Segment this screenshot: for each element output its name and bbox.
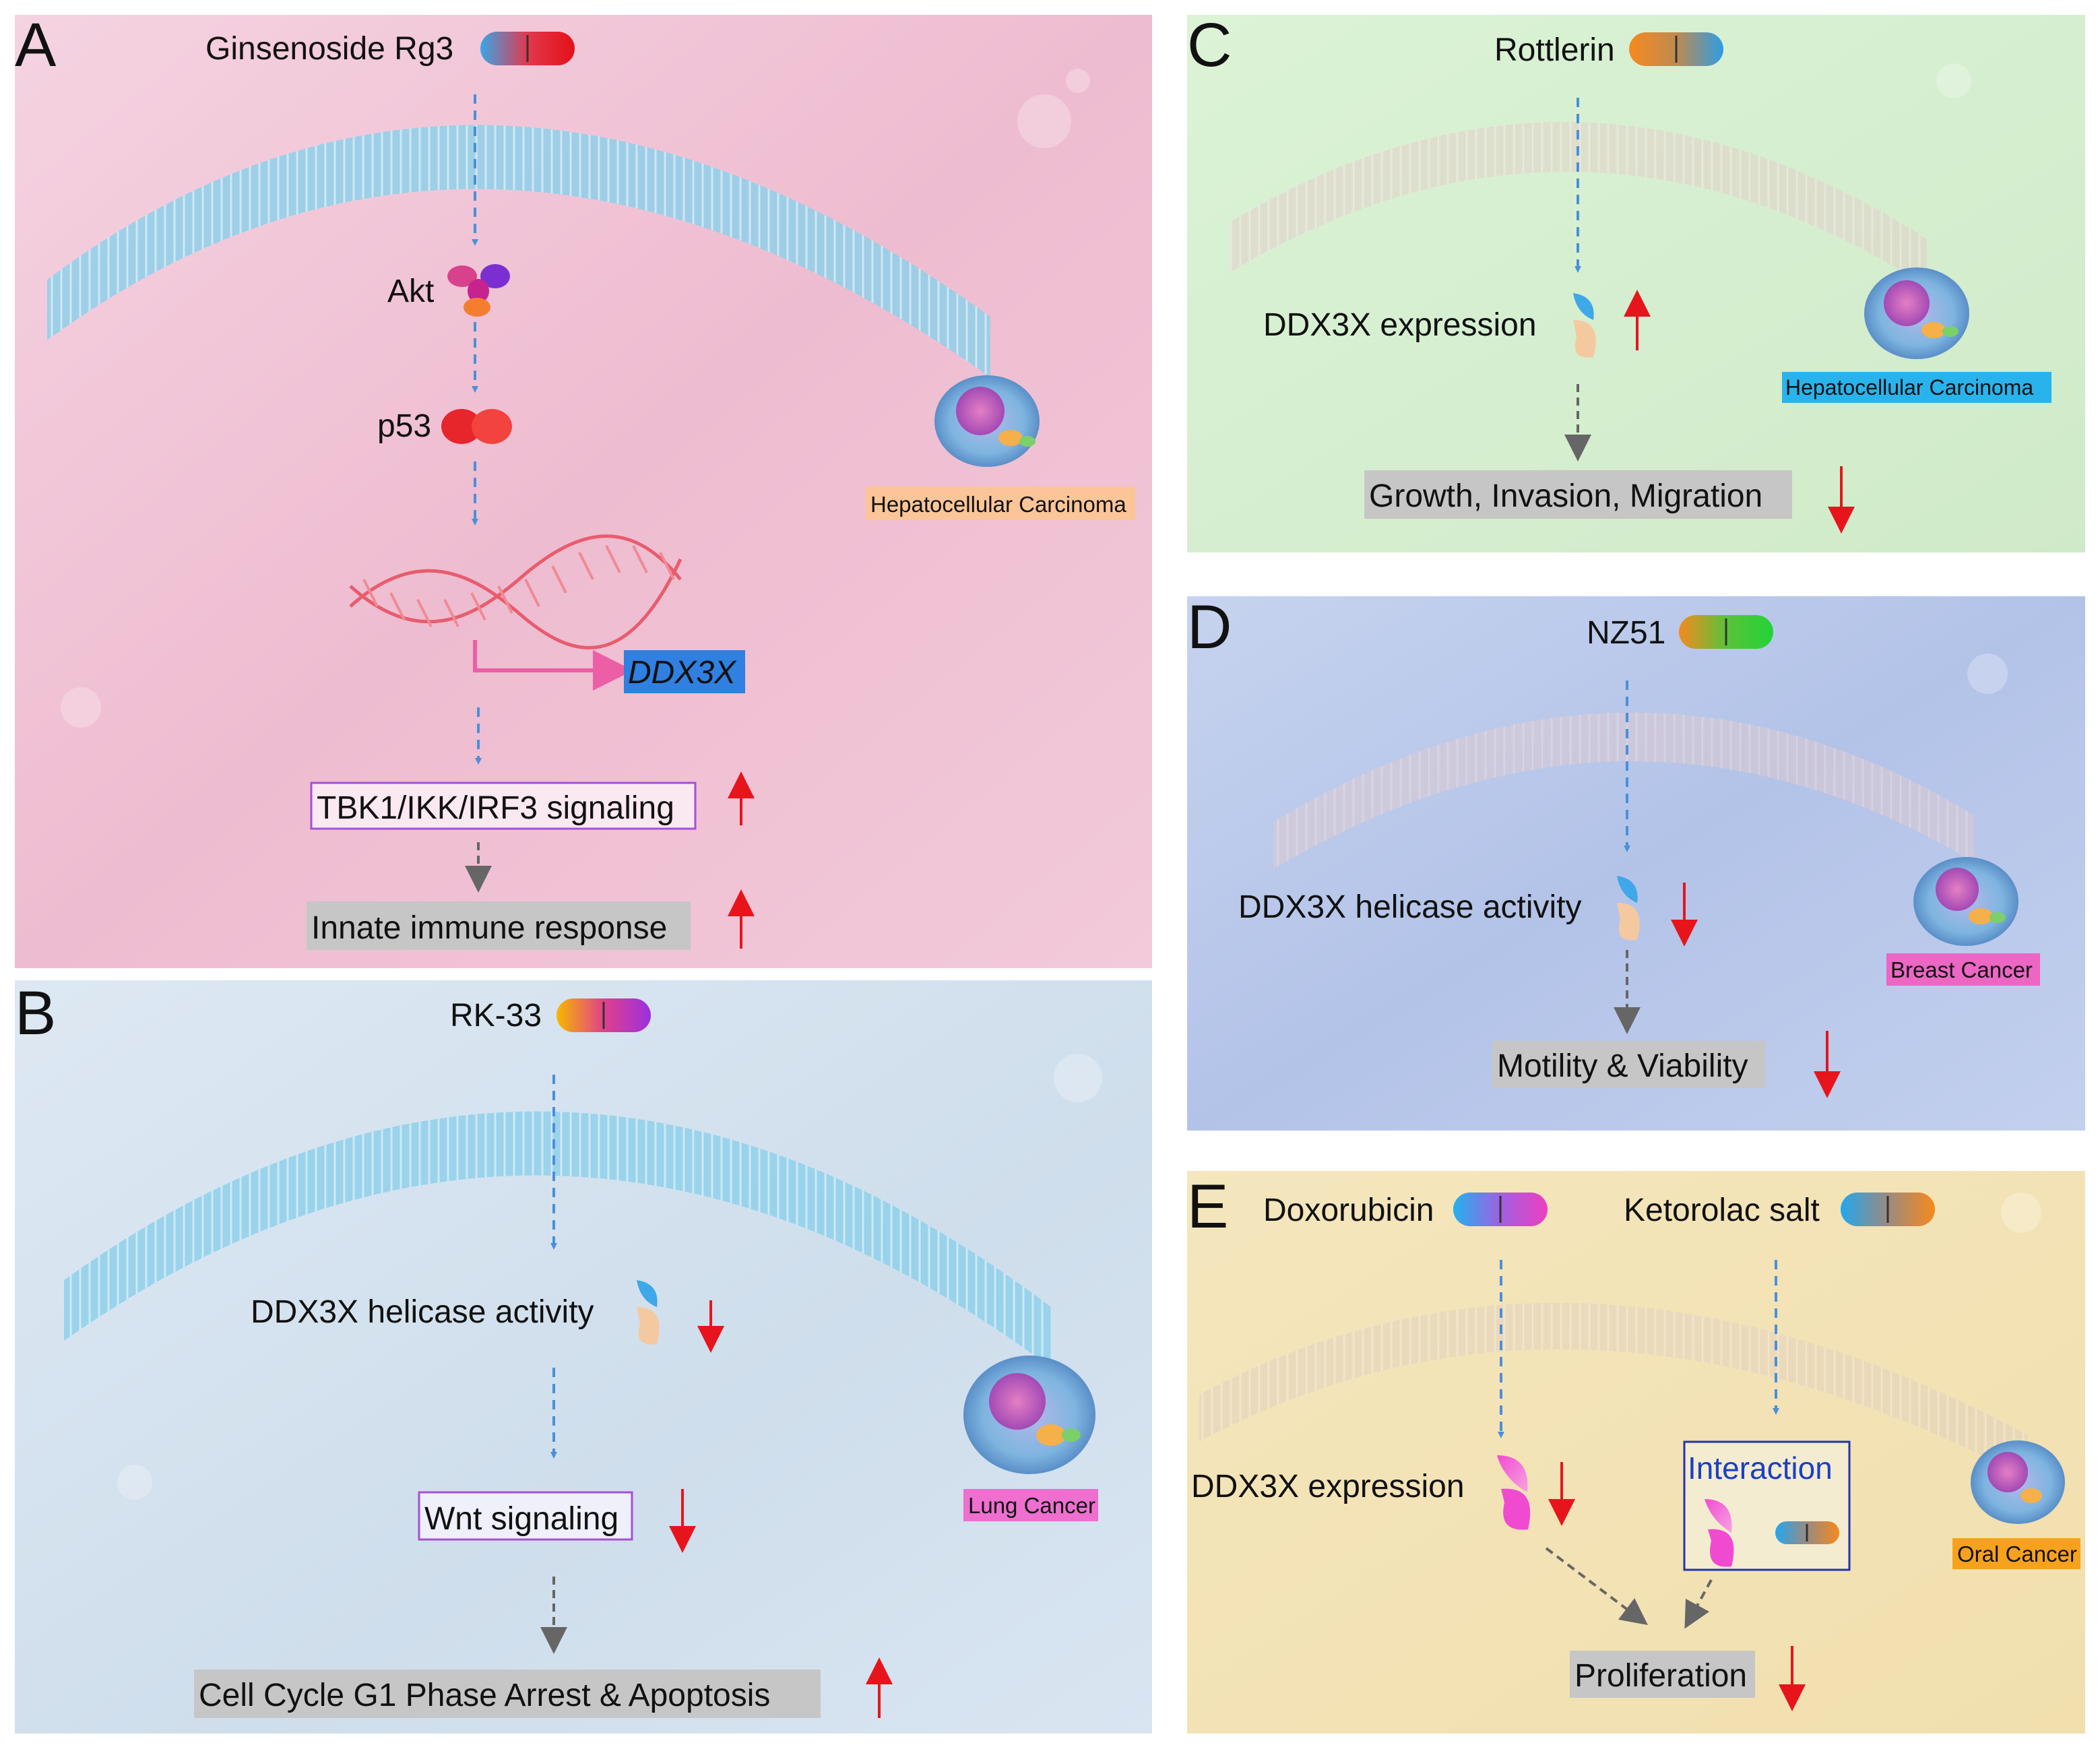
cancer-tag [963,1489,1098,1521]
capsule-icon [480,32,575,65]
panel-e-drug2-label: Ketorolac salt [1624,1193,1820,1228]
transcription-arrow [473,640,633,691]
panel-e-drug1-label: Doxorubicin [1263,1193,1434,1228]
capsule-icon [1629,32,1723,66]
signal-label: TBK1/IKK/IRF3 signaling [317,790,674,826]
cancer-cell-icon [1864,267,1969,359]
outcome-box [1492,1041,1765,1088]
outcome-label: Cell Cycle G1 Phase Arrest & Apoptosis [199,1678,770,1713]
cancer-cell-icon [1913,857,2018,946]
cell-membrane-c [1230,122,1927,286]
cancer-tag-label: Hepatocellular Carcinoma [870,492,1126,517]
cancer-cell-icon [934,375,1040,467]
target-label: DDX3X helicase activity [251,1294,594,1330]
ddx3x-protein-icon [637,1280,660,1345]
cancer-tag [1952,1538,2080,1569]
cancer-cell-icon [963,1356,1095,1474]
panel-letter-d: D [1187,593,1232,662]
background-texture [61,63,2041,1500]
cell-membrane-d [1273,712,1974,869]
outcome-box [1570,1651,1755,1698]
target-label: DDX3X expression [1263,307,1537,343]
cell-membrane-a [47,125,990,377]
panel-letter-c: C [1187,11,1232,80]
panel-b-drug-label: RK-33 [450,998,542,1034]
capsule-icon [1453,1193,1548,1226]
cell-membrane-e [1199,1302,2028,1479]
capsule-icon [1775,1521,1839,1544]
target-label: DDX3X expression [1191,1469,1465,1504]
panel-d-drug-label: NZ51 [1587,615,1665,651]
capsule-icon [1679,615,1773,649]
outcome-box [307,901,691,950]
panel-e-background [1187,1171,2085,1734]
cancer-tag-label: Breast Cancer [1890,957,2033,982]
cancer-tag-label: Lung Cancer [968,1493,1095,1518]
panel-b-background [15,980,1152,1734]
panel-a-drug-label: Ginsenoside Rg3 [205,31,453,67]
capsule-icon [556,998,651,1032]
outcome-label: Growth, Invasion, Migration [1369,478,1762,514]
ddx3x-protein-icon [1497,1455,1531,1530]
outcome-box [1364,470,1792,519]
cancer-tag [866,486,1135,520]
outcome-label: Innate immune response [311,910,667,946]
outcome-box [194,1670,821,1718]
dashed-arrow [1545,1547,1648,1626]
ddx3x-gene-box [624,650,745,693]
dna-helix-icon [349,534,682,649]
akt-protein-icon [447,264,510,317]
akt-label: Akt [387,274,434,309]
outcome-label: Motility & Viability [1497,1048,1748,1084]
cell-membrane-b [64,1111,1051,1368]
panel-letter-e: E [1187,1172,1228,1241]
capsule-icon [1841,1193,1935,1226]
p53-label: p53 [377,408,431,444]
panel-letter-a: A [15,11,57,80]
ddx3x-protein-icon [1617,876,1640,941]
signal-label: Wnt signaling [424,1501,618,1537]
ddx3x-gene-label: DDX3X [628,655,737,691]
ddx3x-protein-icon [1705,1499,1734,1567]
dashed-arrow [1684,1579,1713,1629]
interaction-label: Interaction [1688,1451,1833,1486]
target-label: DDX3X helicase activity [1238,889,1582,925]
panel-letter-b: B [15,979,56,1048]
cancer-cell-icon [1971,1440,2065,1524]
cancer-tag-label: Hepatocellular Carcinoma [1785,375,2033,400]
signal-box [310,782,697,830]
cancer-tag-label: Oral Cancer [1957,1542,2077,1566]
cancer-tag [1782,372,2051,403]
cancer-tag [1886,953,2040,986]
ddx3x-protein-icon [1573,293,1596,358]
outcome-label: Proliferation [1574,1658,1747,1694]
p53-protein-icon [441,409,512,444]
panel-c-drug-label: Rottlerin [1494,32,1615,68]
signal-box [418,1491,633,1541]
